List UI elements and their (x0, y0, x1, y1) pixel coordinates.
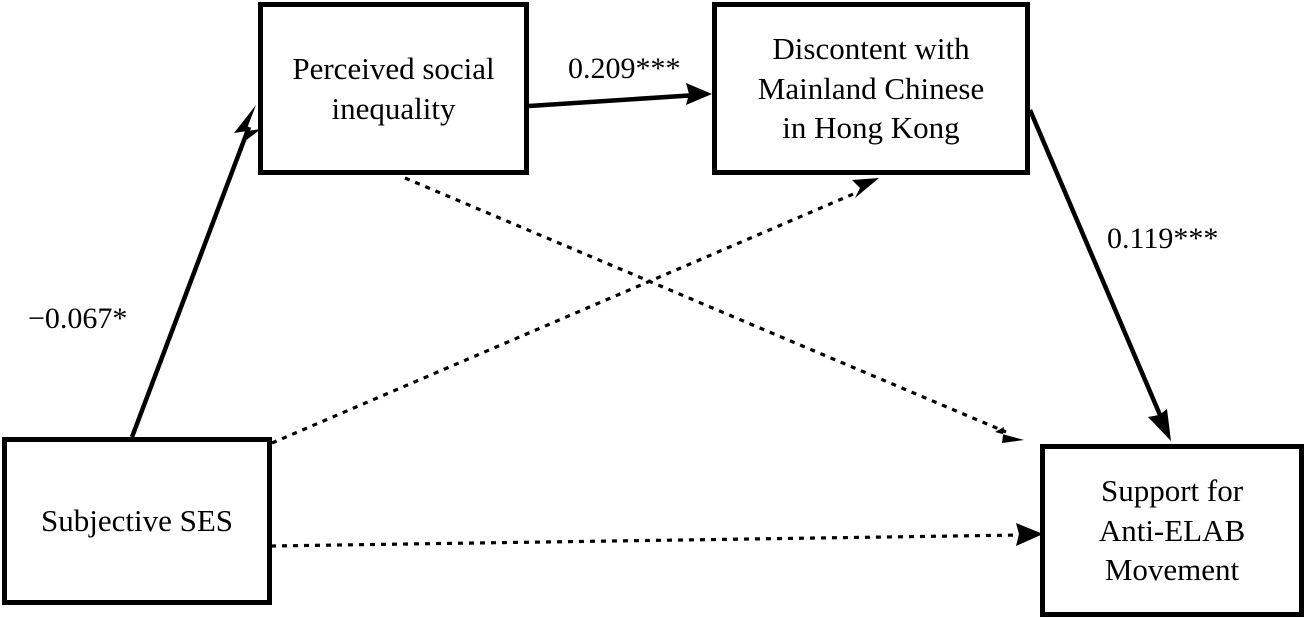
path-ses-to-support (270, 523, 1043, 548)
coefficient-discontent-to-support: 0.119*** (1107, 222, 1219, 255)
arrowhead-ses-to-support (1016, 523, 1043, 546)
path-perceived-to-support (404, 176, 1024, 443)
node-box-perceived-social-inequality (258, 2, 529, 175)
arrowhead-ses-to-perceived (234, 105, 261, 144)
node-box-subjective-ses (2, 437, 272, 605)
arrowhead-perceived-to-discontent (686, 83, 712, 105)
arrowhead-ses-to-discontent (852, 178, 879, 198)
node-box-support-anti-elab-movement (1040, 444, 1304, 617)
arrowhead-discontent-to-support (1148, 409, 1171, 441)
arrowhead-perceived-to-support (995, 427, 1024, 443)
path-ses-to-perceived (129, 105, 261, 438)
path-perceived-to-discontent (528, 83, 712, 109)
coefficient-perceived-to-discontent: 0.209*** (568, 52, 681, 85)
node-box-discontent-mainland-chinese (712, 2, 1030, 175)
coefficient-ses-to-perceived: −0.067* (28, 302, 128, 335)
path-discontent-to-support (1027, 109, 1171, 441)
path-ses-to-discontent (271, 178, 879, 445)
